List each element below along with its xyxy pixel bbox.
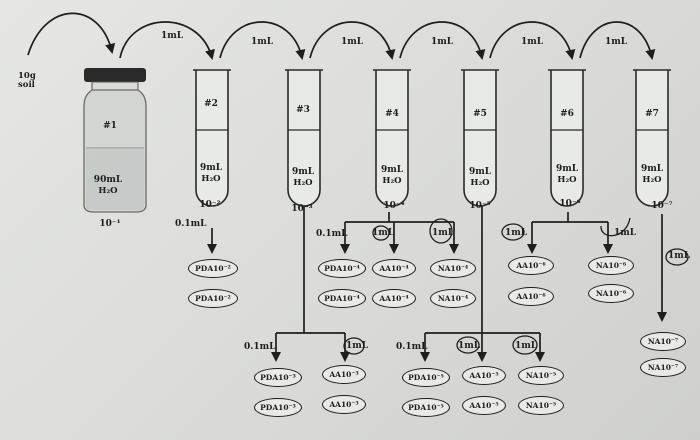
aliquot-label: 0.1mL: [316, 229, 348, 239]
transfer-label: 1mL: [160, 31, 184, 41]
transfer-label: 1mL: [520, 37, 544, 47]
tube-number: #7: [645, 109, 659, 119]
tube-dilution: 10⁻²: [199, 200, 221, 210]
tube-number: #3: [296, 105, 310, 115]
tube-volume: 9mL: [555, 164, 579, 174]
transfer-label: 1mL: [250, 37, 274, 47]
tube-volume: 9mL: [640, 164, 664, 174]
plate-na-10-7: NA10⁻⁷: [640, 332, 686, 351]
tube-number: #5: [473, 109, 487, 119]
plate-pda-10-5: PDA10⁻⁵: [402, 368, 450, 387]
aliquot-label: 1mL: [458, 341, 481, 351]
tube-2: [195, 70, 229, 207]
plate-aa-10-3: AA10⁻³: [322, 365, 366, 384]
transfer-arrow-3: [309, 21, 396, 60]
aliquot-label: 1mL: [346, 341, 369, 351]
bottle-dilution: 10⁻¹: [99, 219, 121, 229]
bottle-volume: 90mL: [93, 175, 123, 185]
tube-6: [550, 70, 584, 207]
transfer-arrow-6: [579, 21, 656, 60]
plate-aa-10-3: AA10⁻³: [322, 395, 366, 414]
plate-na-10-6: NA10⁻⁶: [588, 256, 634, 275]
tube-solvent: H₂O: [201, 174, 221, 184]
aliquot-label: 1mL: [372, 228, 395, 238]
plate-pda-10-4: PDA10⁻⁴: [318, 289, 366, 308]
tube-volume: 9mL: [199, 163, 223, 173]
plate-na-10-5: NA10⁻⁵: [518, 396, 564, 415]
plate-aa-10-5: AA10⁻⁵: [462, 366, 506, 385]
plate-pda-10-2: PDA10⁻²: [188, 259, 238, 278]
tube-dilution: 10⁻⁶: [559, 199, 581, 209]
tube-solvent: H₂O: [557, 175, 577, 185]
plate-aa-10-4: AA10⁻⁴: [372, 289, 416, 308]
tube-volume: 9mL: [468, 167, 492, 177]
transfer-arrow-5: [489, 21, 576, 60]
tube-solvent: H₂O: [470, 178, 490, 188]
plate-aa-10-6: AA10⁻⁶: [508, 256, 554, 275]
transfer-arrow-4: [399, 21, 486, 60]
transfer-label: 1mL: [340, 37, 364, 47]
plate-aa-10-6: AA10⁻⁶: [508, 287, 554, 306]
soil-label: 10g soil: [18, 71, 36, 90]
tube-solvent: H₂O: [382, 176, 402, 186]
transfer-label: 1mL: [430, 37, 454, 47]
transfer-arrow-2: [219, 21, 306, 60]
tube-volume: 9mL: [291, 167, 315, 177]
bottle-1: [83, 68, 147, 213]
bottle-solvent: H₂O: [98, 186, 118, 196]
aliquot-label: 1mL: [432, 228, 455, 238]
tube-number: #6: [560, 109, 574, 119]
tube-dilution: 10⁻⁷: [651, 201, 673, 211]
transfer-arrow-1: [119, 21, 215, 60]
plate-na-10-6: NA10⁻⁶: [588, 284, 634, 303]
tube-number: #4: [385, 109, 399, 119]
bottle-number: #1: [103, 121, 117, 131]
plate-pda-10-2: PDA10⁻²: [188, 289, 238, 308]
plate-pda-10-3: PDA10⁻³: [254, 398, 302, 417]
plate-na-10-7: NA10⁻⁷: [640, 358, 686, 377]
tube-dilution: 10⁻⁴: [383, 201, 405, 211]
plate-na-10-5: NA10⁻⁵: [518, 366, 564, 385]
aliquot-label: 1mL: [505, 228, 528, 238]
aliquot-label: 1mL: [614, 228, 637, 238]
tube-4: [375, 70, 409, 207]
aliquot-label: 0.1mL: [244, 342, 276, 352]
transfer-arrow-soil: [27, 12, 116, 56]
aliquot-label: 0.1mL: [175, 219, 207, 229]
plate-aa-10-5: AA10⁻⁵: [462, 396, 506, 415]
plate-pda-10-4: PDA10⁻⁴: [318, 259, 366, 278]
tube-dilution: 10⁻³: [291, 204, 313, 214]
plate-pda-10-5: PDA10⁻⁵: [402, 398, 450, 417]
tube-solvent: H₂O: [642, 175, 662, 185]
plate-na-10-4: NA10⁻⁴: [430, 289, 476, 308]
tube-7: [635, 70, 669, 207]
plate-aa-10-4: AA10⁻⁴: [372, 259, 416, 278]
transfer-label: 1mL: [604, 37, 628, 47]
tube-dilution: 10⁻⁵: [469, 201, 491, 211]
plate-na-10-4: NA10⁻⁴: [430, 259, 476, 278]
tube-number: #2: [204, 99, 218, 109]
tube-solvent: H₂O: [293, 178, 313, 188]
plate-pda-10-3: PDA10⁻³: [254, 368, 302, 387]
tube-volume: 9mL: [380, 165, 404, 175]
aliquot-label: 1mL: [515, 341, 538, 351]
tube-5: [463, 70, 497, 207]
aliquot-label: 1mL: [668, 251, 691, 261]
aliquot-label: 0.1mL: [396, 342, 428, 352]
tube-3: [287, 70, 321, 207]
